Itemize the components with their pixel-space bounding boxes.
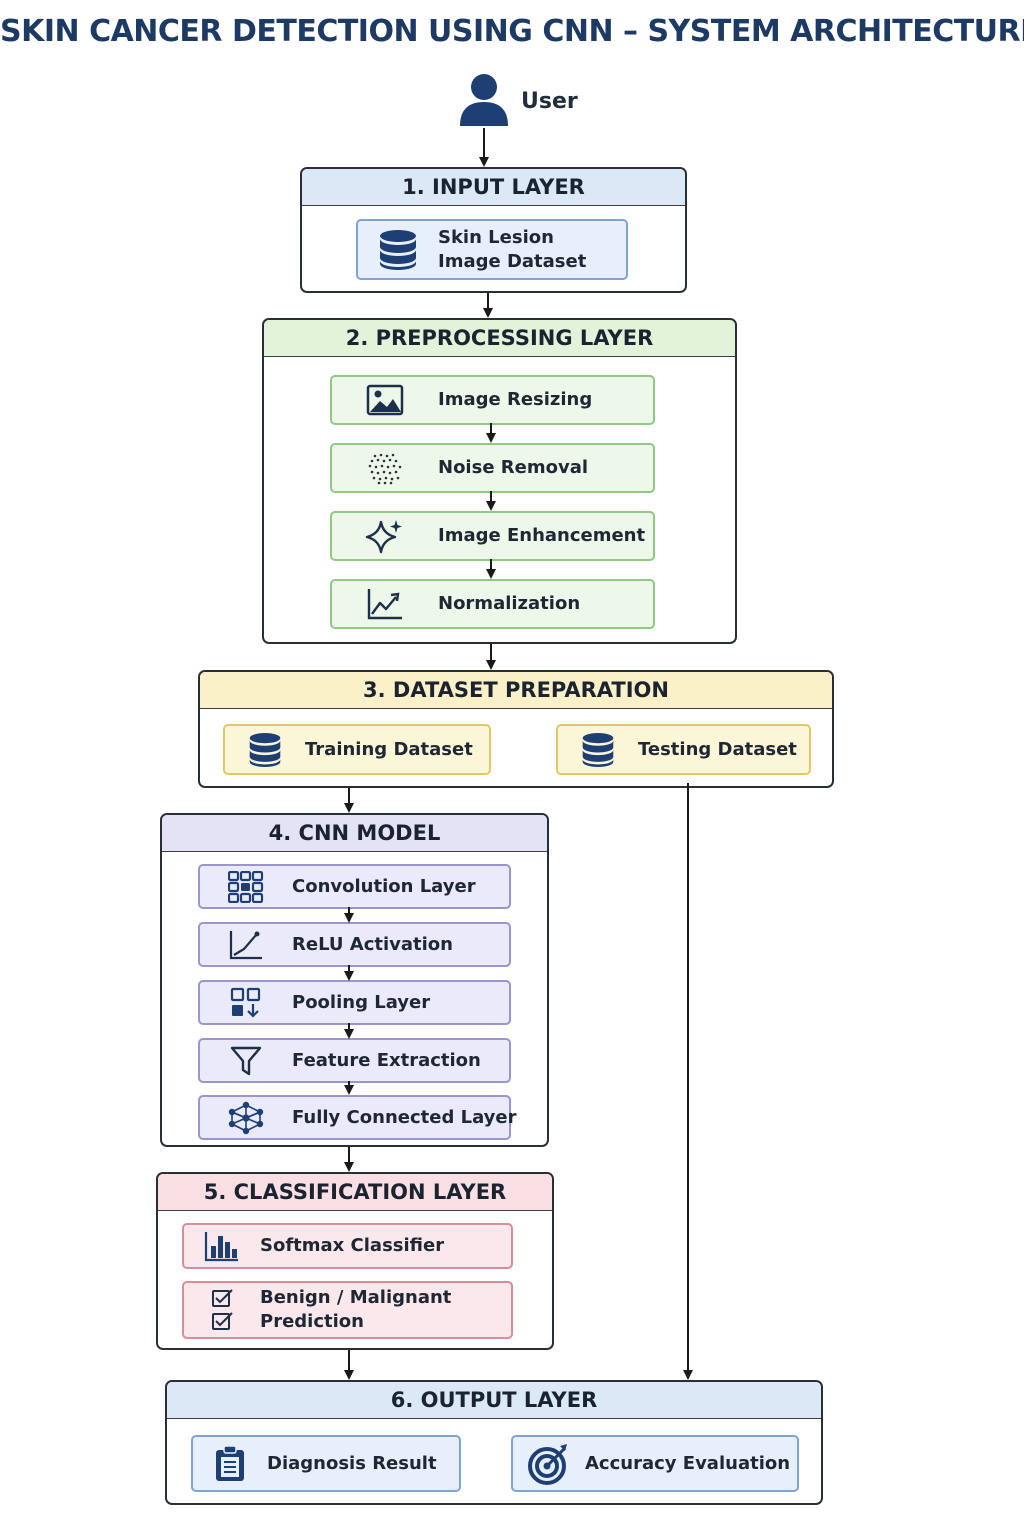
- feature-extraction-box[interactable]: Feature Extraction: [198, 1038, 511, 1083]
- fully-connected-layer-label: Fully Connected Layer: [292, 1106, 517, 1128]
- skin-lesion-dataset-label: Skin Lesion Image Dataset: [438, 226, 587, 272]
- user-icon: [458, 72, 510, 126]
- line-chart-icon: [332, 587, 438, 621]
- input-layer-title: 1. INPUT LAYER: [302, 169, 685, 206]
- testing-dataset-label: Testing Dataset: [638, 738, 797, 760]
- image-resizing-label: Image Resizing: [438, 389, 593, 410]
- classification-layer: 5. CLASSIFICATION LAYER Softmax Classifi…: [156, 1172, 554, 1350]
- pooling-layer-label: Pooling Layer: [292, 991, 431, 1013]
- database-icon: [225, 731, 305, 769]
- image-enhancement-box[interactable]: Image Enhancement: [330, 511, 655, 561]
- noise-removal-label: Noise Removal: [438, 457, 589, 478]
- database-icon: [358, 228, 438, 272]
- output-layer: 6. OUTPUT LAYER Diagnosis Result: [165, 1380, 823, 1505]
- diagnosis-result-label: Diagnosis Result: [267, 1452, 437, 1474]
- preprocessing-layer-title: 2. PREPROCESSING LAYER: [264, 320, 735, 357]
- feature-extraction-label: Feature Extraction: [292, 1049, 481, 1071]
- relu-activation-box[interactable]: ReLU Activation: [198, 922, 511, 967]
- prediction-label: Benign / Malignant Prediction: [260, 1287, 452, 1332]
- softmax-classifier-box[interactable]: Softmax Classifier: [182, 1223, 513, 1269]
- prediction-box[interactable]: Benign / Malignant Prediction: [182, 1281, 513, 1339]
- image-resizing-box[interactable]: Image Resizing: [330, 375, 655, 425]
- normalization-box[interactable]: Normalization: [330, 579, 655, 629]
- diagram-title: SKIN CANCER DETECTION USING CNN – SYSTEM…: [0, 14, 1024, 49]
- preprocessing-layer: 2. PREPROCESSING LAYER Image Resizing: [262, 318, 737, 644]
- bar-chart-icon: [184, 1230, 260, 1262]
- image-enhancement-label: Image Enhancement: [438, 525, 646, 546]
- diagnosis-result-box[interactable]: Diagnosis Result: [191, 1435, 461, 1492]
- sparkle-icon: [332, 518, 438, 554]
- training-dataset-label: Training Dataset: [305, 738, 473, 760]
- convolution-layer-label: Convolution Layer: [292, 875, 476, 897]
- input-layer: 1. INPUT LAYER Skin Lesion Image Dataset: [300, 167, 687, 293]
- output-layer-title: 6. OUTPUT LAYER: [167, 1382, 821, 1419]
- image-icon: [332, 384, 438, 416]
- noise-icon: [332, 451, 438, 485]
- convolution-layer-box[interactable]: Convolution Layer: [198, 864, 511, 909]
- clipboard-icon: [193, 1444, 267, 1483]
- cnn-model-layer: 4. CNN MODEL Convolution Layer ReLU Acti…: [160, 813, 549, 1147]
- classification-layer-title: 5. CLASSIFICATION LAYER: [158, 1174, 552, 1211]
- fully-connected-layer-box[interactable]: Fully Connected Layer: [198, 1095, 516, 1140]
- skin-lesion-dataset-box[interactable]: Skin Lesion Image Dataset: [356, 219, 628, 280]
- funnel-icon: [200, 1045, 292, 1077]
- softmax-classifier-label: Softmax Classifier: [260, 1235, 445, 1256]
- noise-removal-box[interactable]: Noise Removal: [330, 443, 655, 493]
- pooling-layer-box[interactable]: Pooling Layer: [198, 980, 511, 1025]
- accuracy-evaluation-label: Accuracy Evaluation: [585, 1452, 791, 1474]
- database-icon: [558, 731, 638, 769]
- dataset-preparation-title: 3. DATASET PREPARATION: [200, 672, 832, 709]
- grid-icon: [200, 870, 292, 903]
- target-icon: [513, 1442, 585, 1486]
- network-icon: [200, 1101, 292, 1135]
- relu-activation-label: ReLU Activation: [292, 933, 453, 955]
- cnn-model-title: 4. CNN MODEL: [162, 815, 547, 852]
- checkbox-icon: [184, 1288, 260, 1332]
- training-dataset-box[interactable]: Training Dataset: [223, 724, 491, 775]
- pooling-icon: [200, 987, 292, 1019]
- testing-dataset-box[interactable]: Testing Dataset: [556, 724, 811, 775]
- user-label: User: [521, 89, 578, 114]
- dataset-preparation-layer: 3. DATASET PREPARATION Training Dataset …: [198, 670, 834, 788]
- normalization-label: Normalization: [438, 593, 581, 614]
- accuracy-evaluation-box[interactable]: Accuracy Evaluation: [511, 1435, 799, 1492]
- activation-icon: [200, 929, 292, 961]
